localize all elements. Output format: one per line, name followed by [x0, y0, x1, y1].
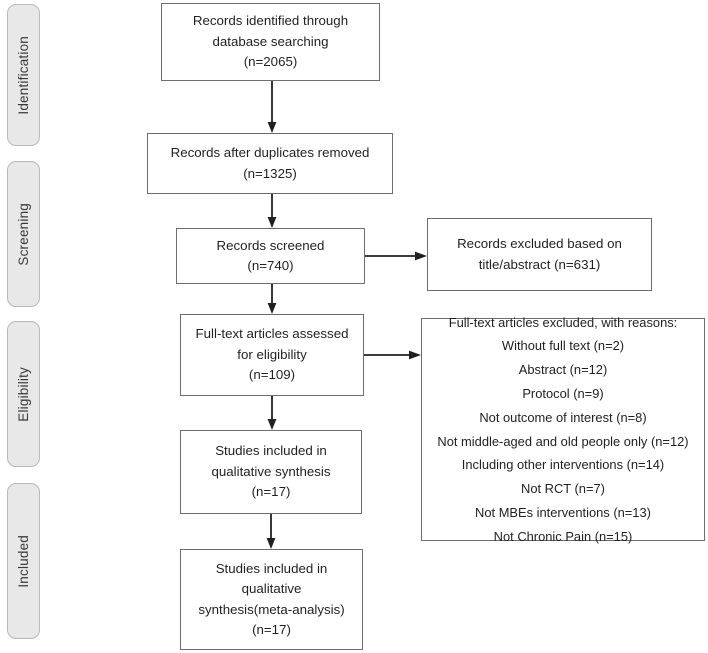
arrow-deduplicated-to-screened	[265, 194, 279, 228]
box-studies-qualitative-synthesis: Studies included in qualitative synthesi…	[180, 430, 362, 514]
box-studies-meta-analysis: Studies included in qualitative synthesi…	[180, 549, 363, 650]
stage-label-included: Included	[7, 483, 40, 639]
exclusion-reason-not-middle-aged-old: Not middle-aged and old people only (n=1…	[437, 433, 689, 449]
box-records-after-duplicates: Records after duplicates removed (n=1325…	[147, 133, 393, 194]
arrow-identified-to-deduplicated	[265, 81, 279, 133]
box-records-screened-line-1: Records screened	[216, 237, 325, 253]
stage-label-included-text: Included	[16, 534, 31, 588]
box-records-identified-line-2: database searching	[212, 33, 329, 49]
box-qualitative-line-2: qualitative synthesis	[211, 463, 331, 479]
exclusion-reason-not-chronic-pain: Not Chronic Pain (n=15)	[493, 528, 633, 544]
arrow-fulltext-to-excluded-reasons	[364, 348, 421, 362]
box-meta-analysis-line-1: Studies included in	[215, 560, 328, 576]
arrow-fulltext-to-qualitative	[265, 396, 279, 430]
box-records-screened: Records screened (n=740)	[176, 228, 365, 284]
stage-label-eligibility-text: Eligibility	[16, 366, 31, 422]
box-fulltext-assessed: Full-text articles assessed for eligibil…	[180, 314, 364, 396]
stage-label-identification-text: Identification	[16, 35, 31, 115]
exclusion-reasons-heading: Full-text articles excluded, with reason…	[448, 314, 678, 330]
box-qualitative-line-3: (n=17)	[251, 484, 291, 500]
exclusion-reason-not-mbes: Not MBEs interventions (n=13)	[475, 504, 651, 520]
box-qualitative-line-1: Studies included in	[215, 443, 327, 459]
box-records-excluded-line-1: Records excluded based on	[457, 236, 622, 251]
exclusion-reason-without-full-text: Without full text (n=2)	[501, 338, 625, 354]
box-records-identified-line-1: Records identified through	[192, 13, 349, 29]
stage-label-identification: Identification	[7, 4, 40, 146]
stage-label-eligibility: Eligibility	[7, 321, 40, 467]
box-fulltext-assessed-line-3: (n=109)	[248, 367, 296, 383]
stage-label-screening-text: Screening	[16, 202, 31, 266]
box-meta-analysis-line-4: (n=17)	[252, 622, 291, 637]
box-records-excluded-title-abstract: Records excluded based on title/abstract…	[427, 218, 652, 291]
exclusion-reason-abstract: Abstract (n=12)	[518, 362, 608, 378]
box-fulltext-assessed-line-2: for eligibility	[237, 346, 307, 362]
exclusion-reason-other-interventions: Including other interventions (n=14)	[461, 457, 665, 473]
box-fulltext-excluded-reasons: Full-text articles excluded, with reason…	[421, 315, 705, 544]
exclusion-reason-protocol: Protocol (n=9)	[522, 385, 604, 401]
arrow-screened-to-fulltext	[265, 284, 279, 314]
box-records-after-duplicates-line-1: Records after duplicates removed	[170, 145, 370, 160]
stage-label-screening: Screening	[7, 161, 40, 307]
box-records-after-duplicates-line-2: (n=1325)	[243, 165, 297, 181]
box-records-excluded-line-2: title/abstract (n=631)	[478, 256, 601, 272]
box-records-identified: Records identified through database sear…	[161, 3, 380, 81]
exclusion-reason-not-outcome-of-interest: Not outcome of interest (n=8)	[479, 409, 647, 425]
box-fulltext-assessed-line-1: Full-text articles assessed	[195, 326, 349, 342]
exclusion-reason-not-rct: Not RCT (n=7)	[521, 481, 605, 497]
box-meta-analysis-line-2: qualitative	[241, 581, 302, 596]
arrow-screened-to-excluded	[365, 249, 427, 263]
arrow-qualitative-to-meta-analysis	[264, 514, 278, 549]
box-records-identified-line-3: (n=2065)	[243, 54, 298, 70]
box-meta-analysis-line-3: synthesis(meta-analysis)	[198, 601, 345, 617]
box-records-screened-line-2: (n=740)	[247, 258, 294, 273]
